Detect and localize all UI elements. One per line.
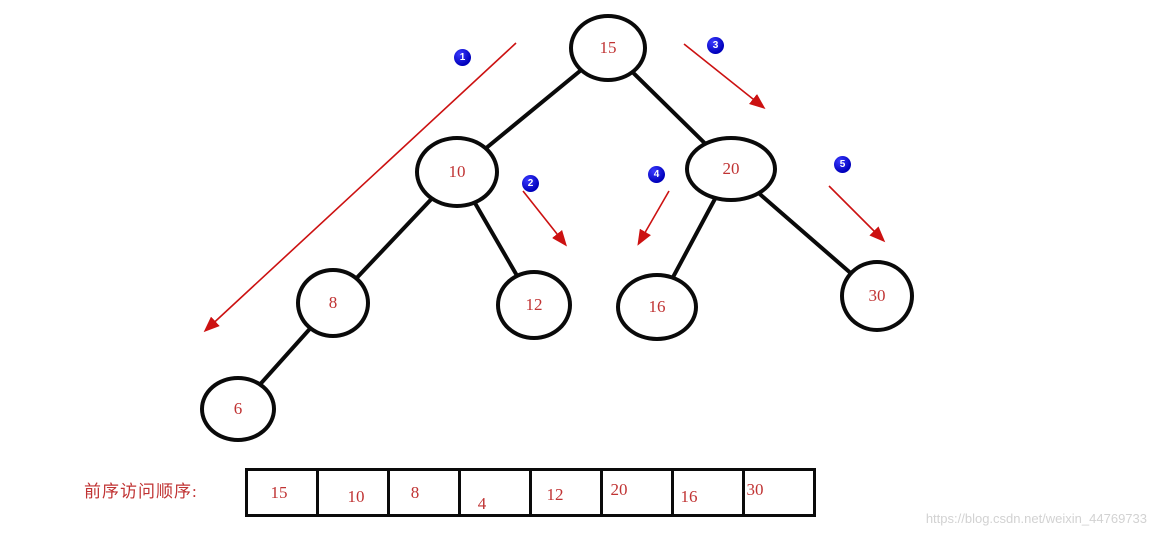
sequence-value: 15: [270, 482, 288, 502]
tree-node-label: 15: [599, 38, 617, 57]
watermark-text: https://blog.csdn.net/weixin_44769733: [925, 511, 1147, 526]
traversal-arrows: [203, 42, 886, 333]
sequence-cell: 8: [387, 468, 461, 517]
tree-node-label: 10: [448, 162, 466, 181]
step-badge-5: 5: [834, 156, 851, 173]
tree-node-16: 16: [616, 273, 698, 341]
sequence-value: 16: [680, 486, 698, 506]
tree-node-8: 8: [296, 268, 370, 338]
arrow-step-5: [828, 185, 886, 243]
sequence-cell: 12: [529, 468, 603, 517]
sequence-cell: 16: [671, 468, 745, 517]
tree-node-label: 8: [328, 293, 338, 312]
sequence-label: 前序访问顺序:: [84, 482, 198, 501]
sequence-cell: 30: [742, 468, 816, 517]
tree-node-label: 6: [233, 399, 243, 418]
tree-node-label: 30: [868, 286, 886, 305]
sequence-value: 4: [477, 493, 487, 513]
arrow-step-4: [637, 190, 670, 246]
arrow-step-3: [683, 43, 766, 109]
tree-edges: [236, 46, 879, 411]
step-badge-4: 4: [648, 166, 665, 183]
sequence-cell: 4: [458, 468, 532, 517]
arrow-step-1: [203, 42, 517, 333]
tree-node-10: 10: [415, 136, 499, 208]
sequence-value: 12: [546, 484, 564, 504]
tree-node-20: 20: [685, 136, 777, 202]
sequence-value: 20: [610, 479, 628, 499]
sequence-value: 8: [410, 482, 420, 502]
tree-node-12: 12: [496, 270, 572, 340]
step-badge-2: 2: [522, 175, 539, 192]
sequence-value: 30: [746, 479, 764, 499]
sequence-value: 10: [347, 486, 365, 506]
tree-node-label: 20: [722, 159, 740, 178]
sequence-cells: 15 10 8 4 12 20 16 30: [245, 468, 816, 517]
tree-node-6: 6: [200, 376, 276, 442]
arrow-step-2: [522, 190, 567, 247]
step-badge-3: 3: [707, 37, 724, 54]
tree-node-30: 30: [840, 260, 914, 332]
tree-node-15: 15: [569, 14, 647, 82]
sequence-cell: 15: [245, 468, 319, 517]
tree-node-label: 16: [648, 297, 666, 316]
step-badge-1: 1: [454, 49, 471, 66]
sequence-cell: 20: [600, 468, 674, 517]
sequence-cell: 10: [316, 468, 390, 517]
tree-node-label: 12: [525, 295, 543, 314]
